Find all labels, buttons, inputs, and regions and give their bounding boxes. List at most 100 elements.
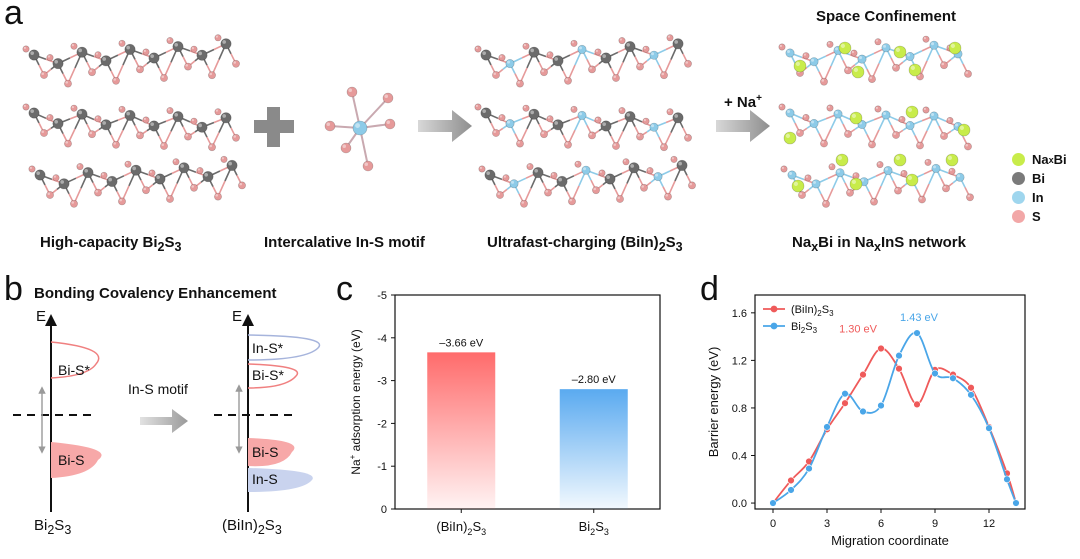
bi-atom-shine (534, 168, 538, 173)
s-atom (664, 192, 672, 201)
s-atom-shine (143, 117, 147, 120)
s-atom (594, 48, 602, 56)
panel-d-label: d (700, 270, 719, 308)
s-atom-shine (821, 79, 824, 82)
s-atom-shine (661, 144, 664, 148)
data-point (913, 400, 921, 409)
s-atom-shine (547, 52, 550, 55)
in-atom (905, 121, 915, 131)
s-atom-shine (893, 65, 896, 68)
in-atom (505, 59, 515, 69)
data-point (841, 399, 849, 407)
caption-naxbi: NaxBi in NaxInS network (792, 234, 966, 254)
s-atom (568, 197, 576, 206)
s-atom (916, 141, 924, 150)
s-atom (868, 140, 876, 149)
naxbi-atom-shine (947, 155, 953, 160)
bi-atom-shine (482, 51, 486, 55)
s-atom (820, 77, 828, 86)
s-atom-shine (65, 81, 68, 84)
in-atom-shine (885, 167, 889, 171)
data-point (805, 464, 813, 473)
s-atom-shine (667, 109, 670, 112)
naxbi-atom-shine (851, 113, 857, 118)
data-point (913, 329, 921, 337)
s-atom-shine (503, 175, 506, 178)
plot-frame (754, 294, 1026, 510)
s-atom (88, 68, 96, 77)
in-atom (809, 119, 819, 129)
s-atom-shine (899, 117, 902, 120)
s-atom (28, 165, 36, 173)
s-atom-shine (89, 69, 92, 73)
s-atom-shine (71, 43, 74, 47)
naxbi-atom-shine (840, 43, 846, 49)
bi-atom (148, 52, 160, 64)
plus-icon (254, 107, 294, 147)
s-atom (40, 129, 48, 137)
s-atom-shine (517, 81, 520, 84)
s-atom-shine (364, 162, 368, 166)
s-atom (684, 133, 692, 142)
data-point (967, 384, 975, 392)
s-atom-shine (95, 52, 98, 55)
s-atom-shine (101, 173, 104, 176)
s-atom-shine (589, 66, 592, 70)
s-atom-shine (53, 175, 56, 178)
naxbi-atom (908, 63, 922, 77)
s-atom-shine (901, 171, 904, 174)
bi-atom (202, 171, 214, 183)
bi-atom-shine (54, 119, 58, 124)
s-atom-shine (689, 182, 692, 186)
s-atom-shine (125, 161, 128, 165)
s-atom-shine (348, 88, 352, 92)
s-atom-shine (161, 143, 165, 147)
bi-atom (528, 46, 540, 58)
bi-atom-shine (222, 40, 226, 44)
s-atom-shine (967, 194, 970, 198)
s-atom-shine (823, 201, 826, 204)
s-atom (172, 158, 180, 166)
bi-atom-shine (486, 171, 490, 175)
bi-atom-shine (174, 42, 178, 47)
space-confinement-label: Space Confinement (816, 8, 957, 25)
legend-item: In (1012, 188, 1067, 207)
in-atom-shine (651, 52, 655, 56)
s-atom (616, 195, 624, 203)
s-atom-shine (65, 141, 68, 144)
s-atom (618, 37, 626, 45)
s-atom-shine (589, 132, 592, 136)
data-point (1003, 475, 1011, 483)
s-atom-shine (119, 198, 122, 202)
x-tick-label: 6 (878, 518, 884, 530)
s-atom-shine (499, 55, 502, 58)
data-point (877, 401, 885, 410)
s-atom-shine (661, 72, 664, 76)
y-tick-label: 0.0 (732, 498, 747, 510)
s-atom (214, 34, 222, 42)
panel-b-diagram (13, 314, 321, 512)
y-tick-label: -4 (377, 333, 387, 345)
bi-atom-shine (674, 40, 678, 44)
in-atom (929, 40, 939, 50)
bi-atom (82, 167, 94, 179)
in-atom-shine (355, 123, 360, 128)
s-atom-shine (239, 182, 243, 186)
bis-antibonding-orbital (50, 341, 100, 379)
s-atom (646, 167, 654, 175)
in-atom (809, 57, 819, 67)
bis-star-label-left: Bi-S* (58, 362, 90, 378)
s-atom (22, 103, 30, 111)
bis-label-right: Bi-S (252, 444, 279, 460)
in-atom (577, 44, 587, 54)
data-point (931, 369, 939, 378)
s-atom-shine (517, 141, 520, 144)
in-atom (509, 179, 519, 189)
s-atom (112, 76, 120, 85)
in-atom-shine (955, 123, 959, 127)
naxbi-atom-shine (907, 107, 913, 112)
s-atom (208, 143, 216, 152)
in-atom-shine (787, 50, 791, 53)
s-atom-shine (847, 190, 850, 193)
